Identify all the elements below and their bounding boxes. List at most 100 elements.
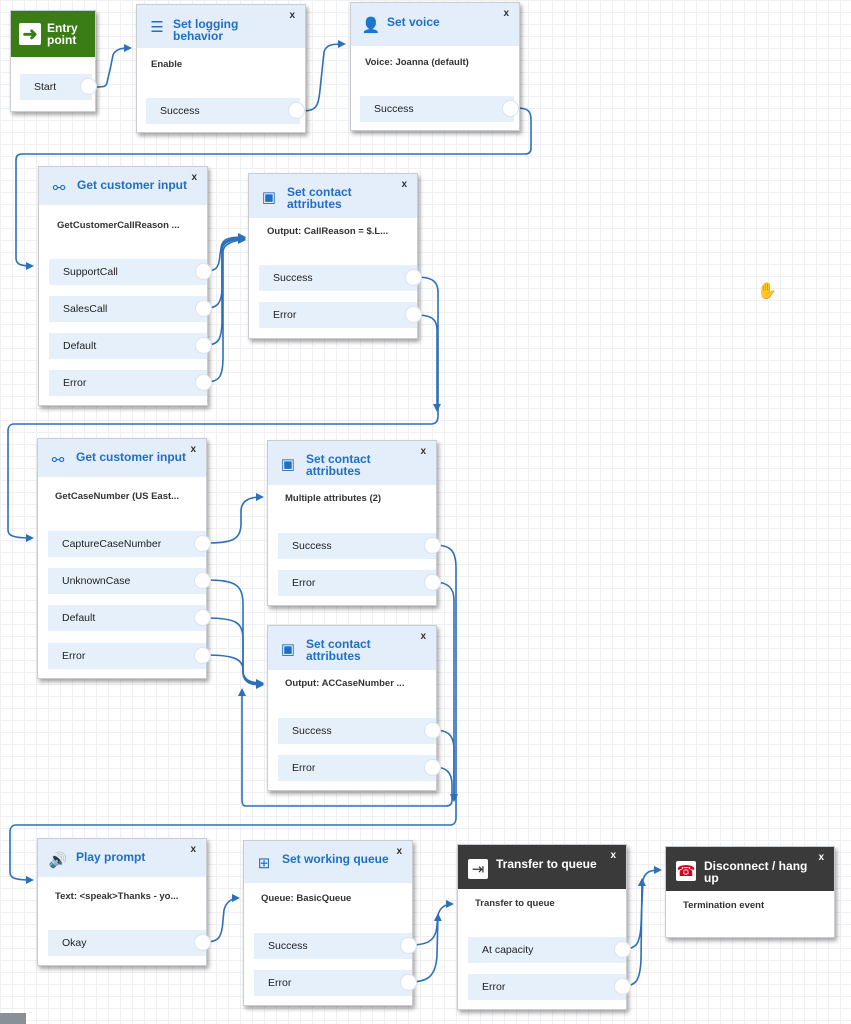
- branch-success[interactable]: Success: [146, 98, 305, 124]
- disconnect-block[interactable]: ☎ Disconnect / hang up x Termination eve…: [665, 846, 835, 938]
- close-button[interactable]: x: [191, 172, 197, 183]
- get-customer-input-block-1[interactable]: ⚯ Get customer input x GetCustomerCallRe…: [38, 166, 212, 406]
- wire-capture-to-attr2: [205, 493, 264, 544]
- connector-knob[interactable]: [194, 535, 211, 552]
- entry-title-line2: point: [47, 33, 77, 47]
- get-customer-input-title-line1: Get customer input: [76, 450, 187, 464]
- branch-success-label: Success: [160, 105, 200, 117]
- connector-knob[interactable]: [80, 78, 97, 95]
- connector-knob[interactable]: [288, 102, 305, 119]
- branch-error-label: Error: [268, 977, 292, 989]
- set-working-queue-block[interactable]: ⊞ Set working queue x Queue: BasicQueue …: [243, 840, 417, 1006]
- branch-default-label: Default: [63, 340, 97, 352]
- transfer-to-queue-desc: Transfer to queue: [475, 898, 555, 909]
- close-button[interactable]: x: [610, 850, 616, 861]
- close-button[interactable]: x: [401, 179, 407, 190]
- branch-success-label: Success: [292, 540, 332, 552]
- connector-knob[interactable]: [614, 941, 631, 958]
- branch-success-label: Success: [268, 940, 308, 952]
- close-button[interactable]: x: [190, 844, 196, 855]
- branch-at-capacity[interactable]: At capacity: [468, 937, 631, 963]
- set-contact-attributes-block-1[interactable]: ▣ Set contact attributes x Output: CallR…: [248, 173, 422, 339]
- branch-supportcall[interactable]: SupportCall: [49, 259, 212, 285]
- play-prompt-desc: Text: <speak>Thanks - yo...: [55, 891, 179, 902]
- set-logging-block[interactable]: ☰ Set logging behavior x Enable Success: [136, 4, 306, 133]
- branch-success[interactable]: Success: [278, 533, 441, 559]
- branch-start[interactable]: Start: [20, 74, 97, 100]
- set-contact-attributes-block-2[interactable]: ▣ Set contact attributes x Multiple attr…: [267, 440, 441, 606]
- connector-knob[interactable]: [614, 978, 631, 995]
- close-button[interactable]: x: [503, 8, 509, 19]
- connector-knob[interactable]: [194, 609, 211, 626]
- branch-error-label: Error: [62, 650, 86, 662]
- branch-capturecasenumber[interactable]: CaptureCaseNumber: [48, 531, 211, 557]
- set-contact-attributes-desc: Multiple attributes (2): [285, 493, 382, 504]
- set-voice-block[interactable]: 👤 Set voice x Voice: Joanna (default) Su…: [350, 2, 520, 131]
- disconnect-desc: Termination event: [683, 900, 765, 911]
- close-button[interactable]: x: [420, 446, 426, 457]
- play-prompt-title-line1: Play prompt: [76, 850, 146, 864]
- connector-knob[interactable]: [424, 759, 441, 776]
- branch-unknowncase[interactable]: UnknownCase: [48, 568, 211, 594]
- connector-knob[interactable]: [194, 934, 211, 951]
- close-button[interactable]: x: [420, 631, 426, 642]
- connector-knob[interactable]: [400, 974, 417, 991]
- voice-person-icon: 👤: [361, 17, 381, 34]
- connector-knob[interactable]: [194, 647, 211, 664]
- branch-error[interactable]: Error: [259, 302, 422, 328]
- connector-knob[interactable]: [502, 100, 519, 117]
- branch-success[interactable]: Success: [360, 96, 519, 122]
- close-button[interactable]: x: [289, 10, 295, 21]
- branch-success[interactable]: Success: [254, 933, 417, 959]
- wire-attr1-error-to-input2: [415, 314, 441, 412]
- connector-knob[interactable]: [424, 722, 441, 739]
- connector-knob[interactable]: [424, 574, 441, 591]
- connector-knob[interactable]: [194, 572, 211, 589]
- set-contact-attributes-title-line1: Set contact: [306, 452, 371, 466]
- branch-error[interactable]: Error: [254, 970, 417, 996]
- close-button[interactable]: x: [818, 852, 824, 863]
- set-logging-desc: Enable: [151, 59, 183, 70]
- canvas-corner-control[interactable]: [0, 1013, 26, 1024]
- connector-knob[interactable]: [405, 306, 422, 323]
- connector-knob[interactable]: [400, 937, 417, 954]
- play-prompt-title: Play prompt: [76, 851, 145, 863]
- transfer-to-queue-title-line1: Transfer to queue: [496, 857, 597, 871]
- branch-error-label: Error: [292, 762, 316, 774]
- connector-knob[interactable]: [424, 537, 441, 554]
- contact-attributes-icon: ▣: [280, 456, 296, 473]
- connector-knob[interactable]: [195, 300, 212, 317]
- set-contact-attributes-title-line1: Set contact: [287, 185, 352, 199]
- branch-default[interactable]: Default: [48, 605, 211, 631]
- branch-error-label: Error: [63, 377, 87, 389]
- transfer-to-queue-block[interactable]: ⇥ Transfer to queue x Transfer to queue …: [457, 844, 631, 1010]
- branch-error[interactable]: Error: [48, 643, 211, 669]
- branch-default[interactable]: Default: [49, 333, 212, 359]
- get-customer-input-title: Get customer input: [77, 179, 187, 191]
- play-prompt-header: 🔊 Play prompt x: [38, 839, 206, 877]
- branch-success[interactable]: Success: [278, 718, 441, 744]
- get-customer-input-block-2[interactable]: ⚯ Get customer input x GetCaseNumber (US…: [37, 438, 211, 679]
- branch-success-label: Success: [273, 272, 313, 284]
- branch-success[interactable]: Success: [259, 265, 422, 291]
- connector-knob[interactable]: [405, 269, 422, 286]
- branch-error[interactable]: Error: [49, 370, 212, 396]
- transfer-to-queue-header: ⇥ Transfer to queue x: [458, 845, 626, 889]
- close-button[interactable]: x: [396, 846, 402, 857]
- set-logging-title-line1: Set logging: [173, 17, 239, 31]
- branch-okay[interactable]: Okay: [48, 930, 211, 956]
- play-prompt-block[interactable]: 🔊 Play prompt x Text: <speak>Thanks - yo…: [37, 838, 211, 966]
- connector-knob[interactable]: [195, 263, 212, 280]
- close-button[interactable]: x: [190, 444, 196, 455]
- branch-error[interactable]: Error: [278, 755, 441, 781]
- branch-error[interactable]: Error: [468, 974, 631, 1000]
- branch-salescall-label: SalesCall: [63, 303, 108, 315]
- entry-point-block[interactable]: ➜ Entry point Start: [10, 10, 97, 112]
- set-contact-attributes-block-3[interactable]: ▣ Set contact attributes x Output: ACCas…: [267, 625, 441, 791]
- set-working-queue-title-line1: Set working queue: [282, 852, 389, 866]
- connector-knob[interactable]: [195, 337, 212, 354]
- branch-error[interactable]: Error: [278, 570, 441, 596]
- branch-salescall[interactable]: SalesCall: [49, 296, 212, 322]
- set-contact-attributes-title: Set contact attributes: [306, 638, 371, 662]
- connector-knob[interactable]: [195, 374, 212, 391]
